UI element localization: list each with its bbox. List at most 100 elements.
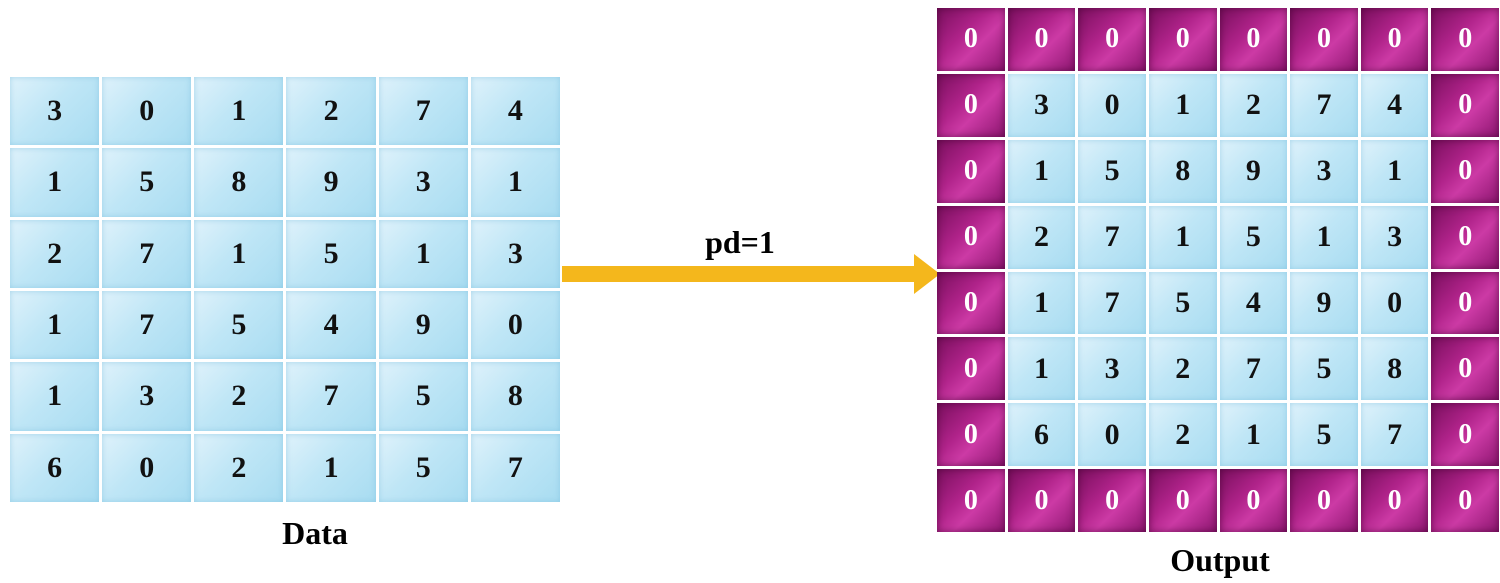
padding-cell: 0 <box>1007 469 1076 532</box>
data-cell: 2 <box>286 77 376 146</box>
output-cell: 5 <box>1290 403 1358 467</box>
padding-cell: 0 <box>937 73 1005 137</box>
padding-cell: 0 <box>937 337 1005 401</box>
data-cell: 5 <box>286 219 376 288</box>
data-cell: 1 <box>194 219 284 288</box>
output-cell: 1 <box>1148 205 1217 269</box>
padding-cell: 0 <box>1078 469 1146 532</box>
data-cell: 7 <box>102 291 192 360</box>
output-cell: 3 <box>1078 337 1146 401</box>
padding-cell: 0 <box>1431 205 1499 269</box>
output-cell: 2 <box>1007 205 1076 269</box>
padding-cell: 0 <box>1431 73 1499 137</box>
output-cell: 7 <box>1290 73 1358 137</box>
data-cell: 5 <box>378 433 468 502</box>
padding-cell: 0 <box>1290 469 1358 532</box>
output-cell: 3 <box>1007 73 1076 137</box>
data-cell: 5 <box>378 362 468 431</box>
padding-cell: 0 <box>1007 8 1076 71</box>
data-cell: 4 <box>286 291 376 360</box>
padding-cell: 0 <box>1078 8 1146 71</box>
padding-cell: 0 <box>1431 403 1499 467</box>
output-cell: 2 <box>1148 403 1217 467</box>
data-cell: 3 <box>378 148 468 217</box>
data-cell: 1 <box>286 433 376 502</box>
output-cell: 5 <box>1148 271 1217 335</box>
output-cell: 6 <box>1007 403 1076 467</box>
data-cell: 7 <box>470 433 560 502</box>
data-cell: 8 <box>194 148 284 217</box>
output-cell: 0 <box>1078 73 1146 137</box>
data-cell: 2 <box>10 219 100 288</box>
data-cell: 3 <box>102 362 192 431</box>
output-cell: 3 <box>1290 139 1358 203</box>
padding-cell: 0 <box>1290 8 1358 71</box>
arrow-head <box>914 254 940 294</box>
output-cell: 1 <box>1290 205 1358 269</box>
data-cell: 5 <box>102 148 192 217</box>
data-cell: 4 <box>470 77 560 146</box>
output-cell: 7 <box>1219 337 1288 401</box>
data-cell: 1 <box>10 148 100 217</box>
data-caption: Data <box>282 515 348 551</box>
padding-cell: 0 <box>1431 469 1499 532</box>
output-cell: 5 <box>1290 337 1358 401</box>
data-cell: 1 <box>470 148 560 217</box>
output-cell: 0 <box>1360 271 1429 335</box>
padding-cell: 0 <box>1431 271 1499 335</box>
output-cell: 4 <box>1360 73 1429 137</box>
data-cell: 1 <box>194 77 284 146</box>
data-cell: 7 <box>378 77 468 146</box>
padding-label: pd=1 <box>705 224 775 260</box>
output-cell: 0 <box>1078 403 1146 467</box>
data-cell: 1 <box>10 362 100 431</box>
output-cell: 1 <box>1007 337 1076 401</box>
output-cell: 5 <box>1219 205 1288 269</box>
output-cell: 2 <box>1148 337 1217 401</box>
data-cell: 2 <box>194 433 284 502</box>
padding-cell: 0 <box>1360 8 1429 71</box>
data-cell: 3 <box>470 219 560 288</box>
output-cell: 3 <box>1360 205 1429 269</box>
data-cell: 9 <box>378 291 468 360</box>
output-cell: 1 <box>1007 271 1076 335</box>
data-cell: 0 <box>470 291 560 360</box>
padding-cell: 0 <box>1148 469 1217 532</box>
padding-cell: 0 <box>1219 8 1288 71</box>
data-cell: 7 <box>286 362 376 431</box>
output-cell: 1 <box>1360 139 1429 203</box>
output-cell: 1 <box>1219 403 1288 467</box>
padding-cell: 0 <box>937 139 1005 203</box>
padding-cell: 0 <box>937 271 1005 335</box>
data-cell: 3 <box>10 77 100 146</box>
padding-arrow <box>562 254 940 294</box>
padding-cell: 0 <box>937 469 1005 532</box>
output-cell: 7 <box>1078 205 1146 269</box>
data-cell: 9 <box>286 148 376 217</box>
padding-cell: 0 <box>1360 469 1429 532</box>
output-cell: 7 <box>1360 403 1429 467</box>
data-cell: 1 <box>378 219 468 288</box>
data-cell: 8 <box>470 362 560 431</box>
data-cell: 0 <box>102 433 192 502</box>
output-caption: Output <box>1170 542 1270 578</box>
padding-cell: 0 <box>937 403 1005 467</box>
padding-cell: 0 <box>1219 469 1288 532</box>
data-cell: 7 <box>102 219 192 288</box>
output-cell: 1 <box>1007 139 1076 203</box>
output-cell: 1 <box>1148 73 1217 137</box>
arrow-shaft <box>562 266 914 282</box>
padding-cell: 0 <box>937 205 1005 269</box>
data-cell: 2 <box>194 362 284 431</box>
output-cell: 9 <box>1219 139 1288 203</box>
padding-cell: 0 <box>937 8 1005 71</box>
output-cell: 4 <box>1219 271 1288 335</box>
padding-cell: 0 <box>1431 337 1499 401</box>
data-cell: 0 <box>102 77 192 146</box>
output-cell: 2 <box>1219 73 1288 137</box>
output-cell: 8 <box>1360 337 1429 401</box>
output-cell: 8 <box>1148 139 1217 203</box>
padding-cell: 0 <box>1148 8 1217 71</box>
data-cell: 1 <box>10 291 100 360</box>
